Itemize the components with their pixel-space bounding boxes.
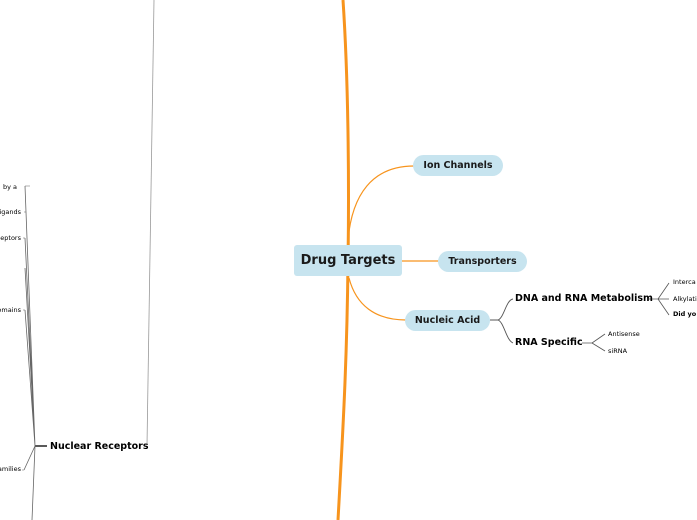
topic-ion-channels[interactable]: Ion Channels <box>413 155 503 176</box>
topic-transporters[interactable]: Transporters <box>438 251 527 272</box>
leaf-amilies[interactable]: amilies <box>0 465 21 473</box>
subtopic-dna-rna-metabolism[interactable]: DNA and RNA Metabolism <box>515 293 653 304</box>
leaf-sirna[interactable]: siRNA <box>608 347 628 355</box>
ion-channels-connector <box>347 165 415 241</box>
leaf-alkylati[interactable]: Alkylati <box>673 295 697 303</box>
topic-nucleic-acid[interactable]: Nucleic Acid <box>405 310 490 331</box>
rna-specific-fork <box>582 333 606 352</box>
leaf-omains[interactable]: omains <box>0 306 21 314</box>
leaf-antisense[interactable]: Antisense <box>608 330 640 338</box>
leaf-interca[interactable]: Interca <box>673 278 696 286</box>
nucleic-acid-connector <box>348 277 407 321</box>
dna-rna-fork <box>648 282 670 316</box>
rna-specific-connector <box>497 319 514 344</box>
leaf-igands[interactable]: igands <box>0 208 21 216</box>
subtopic-nuclear-receptors[interactable]: Nuclear Receptors <box>50 441 149 452</box>
leaf-did-yo[interactable]: Did yo <box>673 310 697 318</box>
dna-rna-connector <box>490 298 514 321</box>
leaf-by-a[interactable]: by a <box>2 183 17 191</box>
leaf-eptors[interactable]: eptors <box>0 234 21 242</box>
central-topic-drug-targets[interactable]: Drug Targets <box>294 245 402 276</box>
nuclear-receptors-child-ticks <box>22 185 30 471</box>
nuclear-receptors-connector <box>146 0 155 446</box>
subtopic-rna-specific[interactable]: RNA Specific <box>515 337 583 348</box>
nuclear-receptors-children-lines <box>23 185 36 520</box>
